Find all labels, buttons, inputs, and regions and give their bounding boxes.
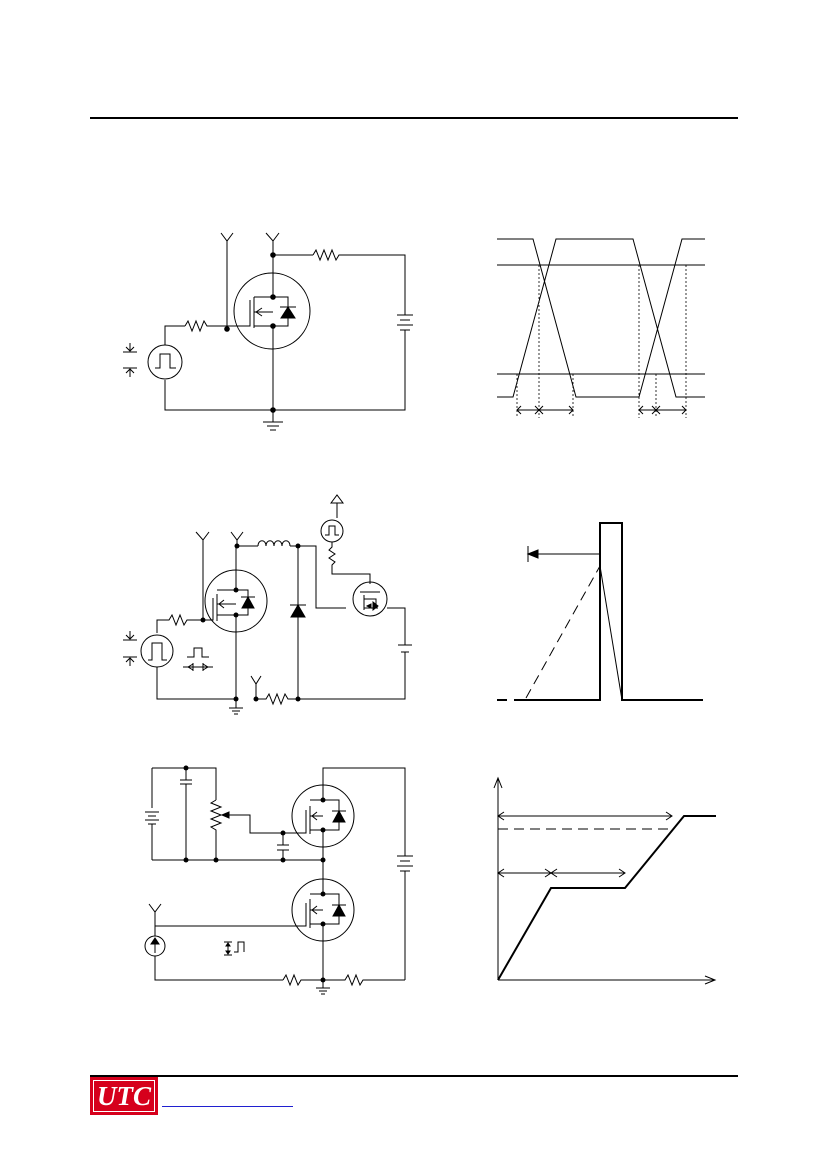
logo-border	[93, 1080, 155, 1112]
footer-rule	[90, 1075, 738, 1077]
header-rule	[90, 117, 738, 119]
logo-text: UTC	[97, 1080, 151, 1111]
utc-logo: UTC	[90, 1077, 158, 1115]
gate-charge-test-circuit	[130, 765, 425, 1005]
unclamped-inductive-test-circuit	[115, 490, 420, 720]
switching-test-circuit	[110, 225, 430, 440]
unclamped-inductive-waveforms	[490, 515, 715, 710]
website-link[interactable]	[162, 1106, 293, 1107]
switching-waveforms	[490, 230, 715, 425]
gate-charge-waveform	[488, 770, 718, 990]
